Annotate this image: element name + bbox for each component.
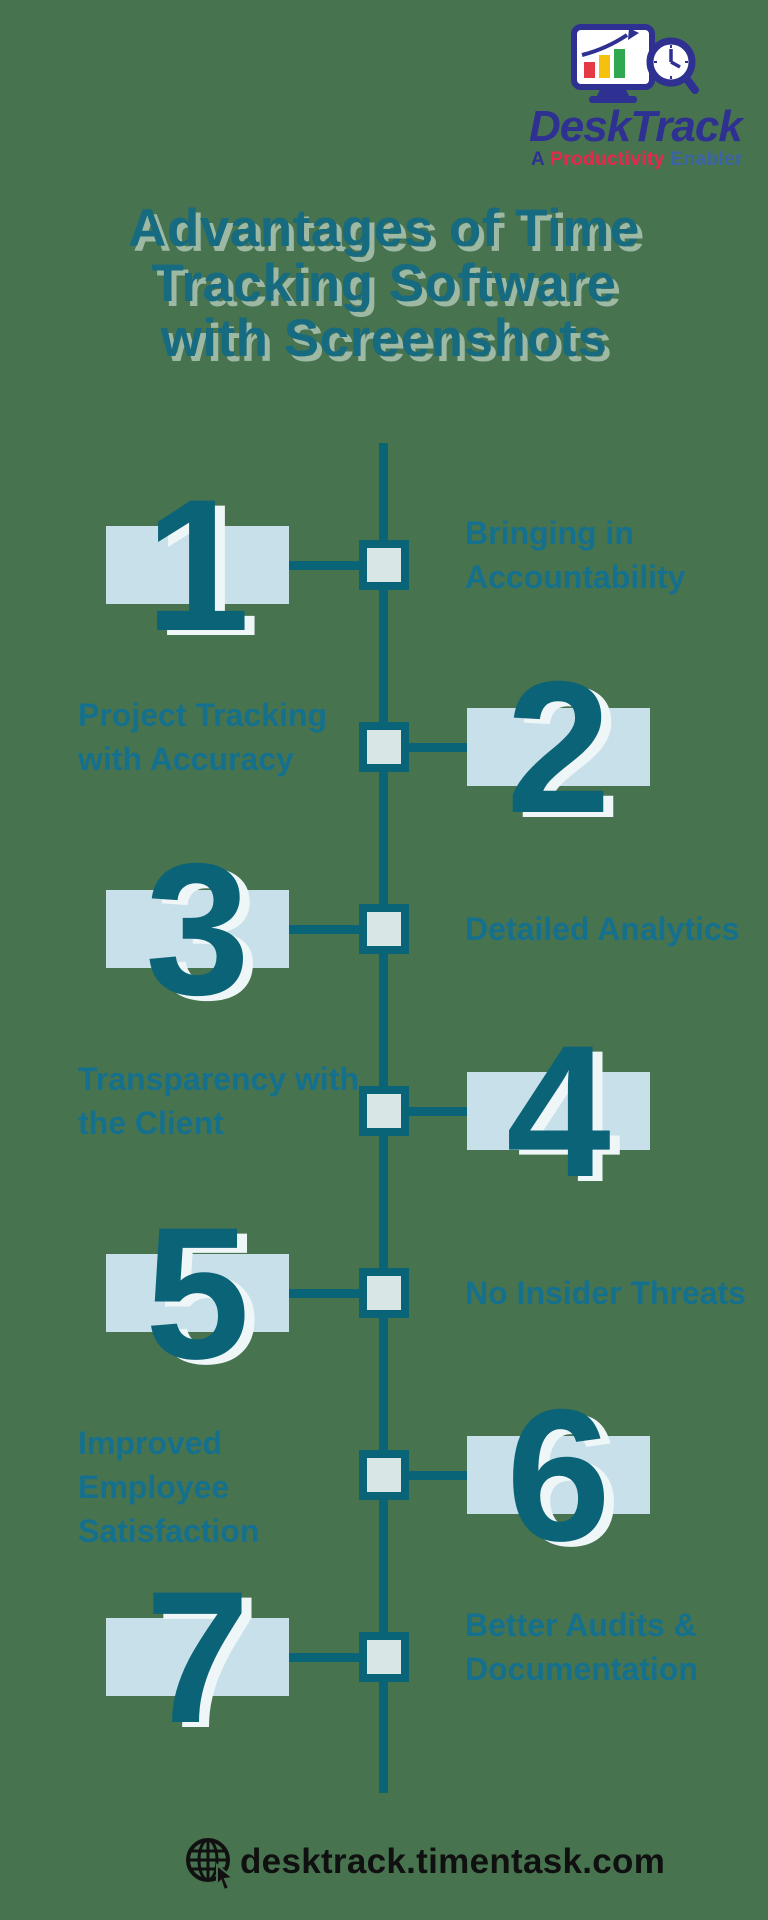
item-number: 7 (145, 1552, 250, 1762)
item-label-line: Transparency with (78, 1061, 359, 1097)
item-number: 2 (506, 642, 611, 852)
page-title-line-1: Advantages of Time (128, 199, 640, 258)
item-number: 5 (145, 1188, 250, 1398)
timeline-node (359, 1268, 409, 1318)
number-backdrop (106, 1254, 289, 1332)
tagline-highlight: Productivity (550, 149, 665, 170)
item-label: No Insider Threats (465, 1271, 765, 1315)
timeline-item-6: 6 Improved Employee Satisfaction (0, 1370, 768, 1580)
number-backdrop (106, 890, 289, 968)
item-label: Project Tracking with Accuracy (78, 693, 378, 781)
connector-line (289, 925, 359, 934)
timeline-node (359, 904, 409, 954)
timeline-item-2: 2 Project Tracking with Accuracy (0, 642, 768, 852)
item-label-line: Documentation (465, 1651, 698, 1687)
item-label-line: Satisfaction (78, 1513, 260, 1549)
item-label-line: Bringing in (465, 515, 634, 551)
number-backdrop (467, 1436, 650, 1514)
item-label-line: Better Audits & (465, 1607, 697, 1643)
item-number: 6 (506, 1370, 611, 1580)
item-label-line: Project Tracking (78, 697, 327, 733)
number-backdrop (467, 708, 650, 786)
number-backdrop (106, 526, 289, 604)
item-label: Better Audits & Documentation (465, 1603, 765, 1691)
item-label-line: Accountability (465, 559, 686, 595)
item-number: 1 (145, 460, 250, 670)
item-label-line: with Accuracy (78, 741, 294, 777)
timeline-item-4: 4 Transparency with the Client (0, 1006, 768, 1216)
number-backdrop (106, 1618, 289, 1696)
item-label-line: the Client (78, 1105, 224, 1141)
timeline-item-7: 7 Better Audits & Documentation (0, 1552, 768, 1762)
monitor-chart-clock-magnifier-icon (571, 24, 699, 103)
tagline-prefix: A (531, 149, 545, 170)
connector-line (289, 1653, 359, 1662)
timeline-node (359, 540, 409, 590)
item-number: 3 (145, 824, 250, 1034)
timeline-node (359, 1450, 409, 1500)
page-title: Advantages of Time Tracking Software wit… (0, 201, 768, 366)
page-title-line-3: with Screenshots (160, 309, 608, 368)
item-number: 4 (506, 1006, 611, 1216)
number-backdrop (467, 1072, 650, 1150)
brand-tagline: A Productivity Enabler (531, 149, 743, 171)
connector-line (289, 1289, 359, 1298)
item-label: Transparency with the Client (78, 1057, 378, 1145)
timeline-item-1: 1 Bringing in Accountability (0, 460, 768, 670)
globe-cursor-icon (186, 1838, 236, 1892)
timeline-node (359, 1632, 409, 1682)
timeline-item-5: 5 No Insider Threats (0, 1188, 768, 1398)
item-label: Detailed Analytics (465, 907, 765, 951)
item-label: Improved Employee Satisfaction (78, 1421, 378, 1553)
connector-line (409, 743, 467, 752)
timeline-node (359, 722, 409, 772)
connector-line (289, 561, 359, 570)
connector-line (409, 1471, 467, 1480)
tagline-suffix: Enabler (670, 149, 743, 170)
brand-name: DeskTrack (529, 102, 743, 151)
timeline-node (359, 1086, 409, 1136)
brand-logo: DeskTrack A Productivity Enabler (455, 22, 765, 172)
item-label: Bringing in Accountability (465, 511, 765, 599)
page-title-line-2: Tracking Software (151, 254, 617, 313)
website-link[interactable]: desktrack.timentask.com (240, 1842, 666, 1881)
item-label-line: Improved Employee (78, 1425, 230, 1505)
connector-line (409, 1107, 467, 1116)
item-label-line: Detailed Analytics (465, 911, 740, 947)
item-label-line: No Insider Threats (465, 1275, 746, 1311)
timeline-item-3: 3 Detailed Analytics (0, 824, 768, 1034)
